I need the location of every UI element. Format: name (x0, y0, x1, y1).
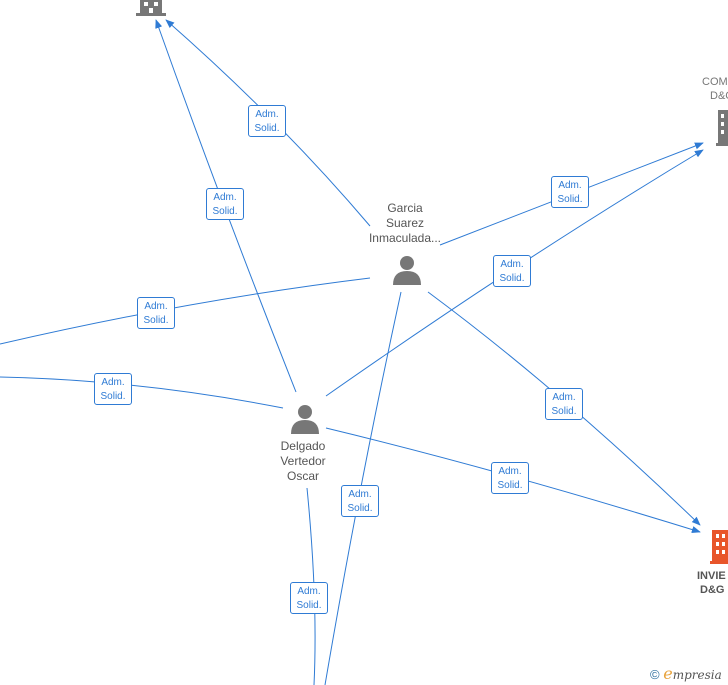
person-label-garcia: Garcia Suarez Inmaculada... (368, 201, 442, 245)
person-label-delgado: Delgado Vertedor Oscar (280, 439, 326, 483)
edge-badge: Adm.Solid. (290, 582, 328, 614)
building-icon[interactable] (710, 530, 728, 564)
edge-delgado-left (0, 376, 284, 409)
edge-badge: Adm.Solid. (94, 373, 132, 405)
edge-badge: Adm.Solid. (137, 297, 175, 329)
edge-badge: Adm.Solid. (206, 188, 244, 220)
edge-badge: Adm.Solid. (551, 176, 589, 208)
edge-badge: Adm.Solid. (341, 485, 379, 517)
building-icon[interactable] (136, 0, 166, 16)
person-icon[interactable] (392, 255, 422, 285)
edge-badge: Adm.Solid. (493, 255, 531, 287)
person-icon[interactable] (290, 404, 320, 434)
edge-badge: Adm.Solid. (248, 105, 286, 137)
edge-badge: Adm.Solid. (491, 462, 529, 494)
edge-garcia-left (0, 277, 371, 345)
edge-badge: Adm.Solid. (545, 388, 583, 420)
copyright-footer: © empresia (650, 664, 722, 683)
building-icon[interactable] (716, 110, 728, 146)
company-label-invie: INVIE D&G (697, 570, 726, 596)
edge-garcia-bottom (324, 291, 402, 685)
company-label-comd: COM D&C (702, 76, 728, 102)
